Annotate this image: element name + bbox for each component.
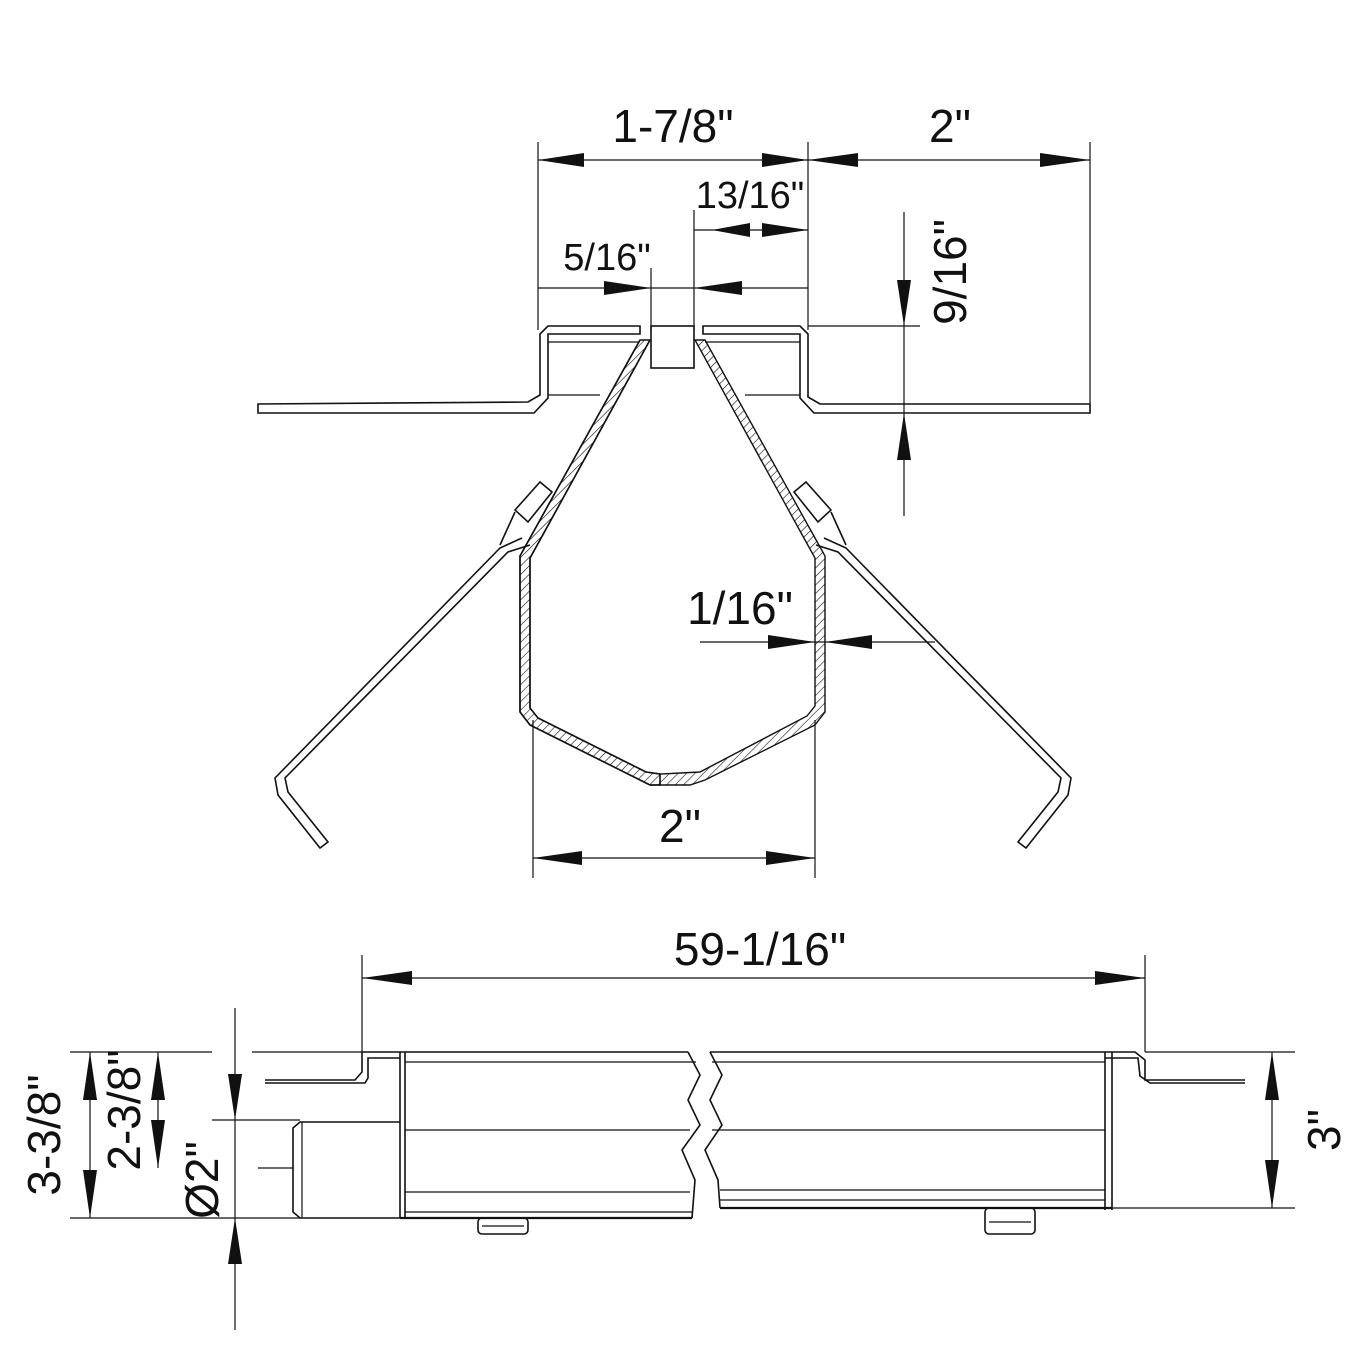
top-width-label: 1-7/8" <box>612 100 733 152</box>
slot-width-label: 5/16" <box>563 237 650 279</box>
outlet-diameter-label: Ø2" <box>176 1141 228 1219</box>
flange-plate-right <box>702 325 1091 414</box>
dimension-wall-thickness: 1/16" <box>687 582 935 649</box>
channel-wall-left <box>519 339 661 786</box>
leveling-foot-left <box>477 1217 529 1235</box>
dimension-length: 59-1/16" <box>361 923 1146 1052</box>
side-view: 59-1/16" <box>18 923 1350 1330</box>
dimension-outlet-diameter: Ø2" <box>176 1008 242 1330</box>
channel-body-right <box>704 1051 1245 1210</box>
dimension-channel-height: 3" <box>1112 1051 1350 1209</box>
slot-offset-label: 13/16" <box>696 175 805 217</box>
dimension-channel-width: 2" <box>532 720 816 878</box>
dimension-overall-height: 3-3/8" <box>18 1052 97 1218</box>
flange-plate-left <box>257 325 641 414</box>
channel-wall-right <box>659 339 826 786</box>
dimension-slot-width: 5/16" <box>538 237 808 330</box>
slot-insert <box>650 325 695 369</box>
length-label: 59-1/16" <box>674 923 846 975</box>
anchor-leg-left <box>274 480 554 850</box>
dimension-frame-height: 9/16" <box>808 212 976 516</box>
frame-height-label: 9/16" <box>924 219 976 325</box>
outlet-offset-label: 2-3/8" <box>98 1049 150 1170</box>
channel-height-label: 3" <box>1298 1109 1350 1151</box>
outlet-pipe <box>292 1121 400 1219</box>
wall-thickness-label: 1/16" <box>687 582 793 634</box>
dimension-slot-offset: 13/16" <box>693 175 808 330</box>
anchor-leg-right <box>792 480 1072 850</box>
flange-width-label: 2" <box>929 100 971 152</box>
dimension-outlet-offset: 2-3/8" <box>98 1049 165 1171</box>
overall-height-label: 3-3/8" <box>18 1074 70 1195</box>
cross-section-view: 1-7/8" 2" 13/16" 5/16" <box>257 100 1091 878</box>
channel-body-left <box>265 1051 701 1220</box>
dimension-top-width: 1-7/8" <box>537 100 809 330</box>
dimension-flange-width: 2" <box>808 100 1091 404</box>
channel-width-label: 2" <box>659 800 701 852</box>
leveling-foot-right <box>984 1207 1036 1235</box>
